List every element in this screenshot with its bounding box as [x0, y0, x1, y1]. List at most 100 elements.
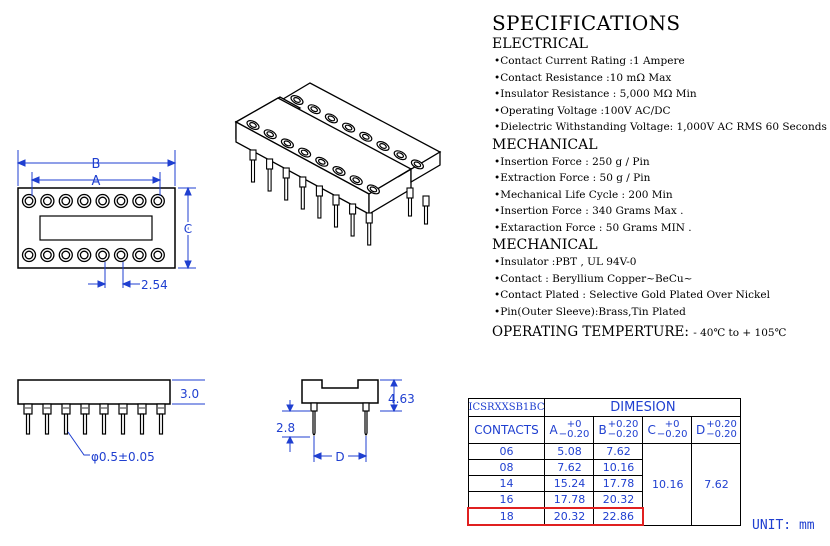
side-view-pins	[23, 403, 166, 435]
isometric-socket-view	[234, 82, 442, 246]
iso-pin	[282, 167, 290, 201]
iso-pin	[406, 187, 414, 217]
spec-item-text: Insulator :PBT , UL 94V-0	[500, 256, 637, 268]
spec-item: •Operating Voltage :100V AC/DC	[492, 103, 828, 120]
contact-hole	[42, 196, 52, 206]
bullet-icon: •	[494, 104, 501, 117]
cell-contacts: 16	[467, 491, 546, 509]
contact-hole	[153, 250, 163, 260]
iso-contact-hole	[317, 158, 326, 165]
bullet-icon: •	[494, 188, 501, 201]
dimension-c	[178, 186, 196, 270]
iso-pin	[365, 212, 373, 246]
specification-sections: ELECTRICAL•Contact Current Rating :1 Amp…	[492, 36, 828, 320]
bullet-icon: •	[494, 305, 501, 318]
spec-item-text: Extraction Force : 50 g / Pin	[500, 172, 651, 184]
contact-hole	[61, 196, 71, 206]
cell-b: 22.86	[593, 507, 644, 526]
contact-hole	[116, 196, 126, 206]
tolerance-header-c: C+0−0.20	[642, 416, 693, 444]
cell-b: 20.32	[593, 491, 644, 509]
operating-temperature: OPERATING TEMPERTURE: - 40℃ to + 105℃	[492, 322, 828, 343]
dimension-a	[30, 172, 162, 196]
iso-pin	[266, 158, 274, 192]
table-title: DIMESION	[544, 398, 742, 417]
tolerance-header-a: A+0−0.20	[544, 416, 595, 444]
pin-diameter-label: φ0.5±0.05	[91, 450, 155, 464]
iso-contact-hole	[249, 121, 257, 129]
iso-contact-hole	[413, 161, 422, 168]
cell-a: 15.24	[544, 475, 595, 492]
contact-hole	[98, 250, 108, 260]
spec-item: •Contact Current Rating :1 Ampere	[492, 53, 828, 70]
iso-contact-hole	[300, 149, 309, 156]
iso-contact-hole	[344, 124, 353, 131]
spec-item: •Extraction Force : 50 g / Pin	[492, 170, 828, 187]
dimension-b-label: B	[92, 157, 101, 172]
isometric-contact-holes	[246, 94, 424, 195]
contact-hole	[42, 250, 52, 260]
spec-item: •Insulator :PBT , UL 94V-0	[492, 254, 828, 271]
dimension-height	[172, 379, 205, 405]
bullet-icon: •	[494, 256, 501, 268]
side-pin	[80, 403, 90, 435]
isometric-front-pins	[249, 149, 430, 246]
spec-item-text: Pin(Outer Sleeve):Brass,Tin Plated	[500, 305, 686, 318]
cell-contacts: 08	[467, 459, 546, 476]
cell-a: 17.78	[544, 491, 595, 509]
cell-d: 7.62	[691, 443, 742, 526]
spec-item: •Insertion Force : 250 g / Pin	[492, 154, 828, 171]
contact-hole	[153, 196, 163, 206]
dimension-pitch-label: 2.54	[141, 278, 168, 292]
iso-contact-hole	[266, 131, 275, 138]
contacts-header: CONTACTS	[467, 416, 546, 444]
iso-pin	[299, 176, 307, 210]
bullet-icon: •	[494, 55, 501, 67]
end-view: 4.63 2.8 D	[276, 378, 415, 464]
iso-contact-hole	[310, 106, 319, 113]
cell-c: 10.16	[642, 443, 693, 526]
contact-hole	[79, 196, 89, 206]
iso-contact-hole	[396, 152, 405, 159]
iso-pin	[315, 185, 323, 219]
contact-hole	[24, 250, 34, 260]
dimension-28-label: 2.8	[276, 421, 295, 435]
iso-contact-hole	[327, 115, 336, 122]
model-cell: ICSRXXSB1BC	[467, 398, 546, 417]
iso-contact-hole	[293, 96, 301, 104]
contact-hole	[79, 250, 89, 260]
bullet-icon: •	[494, 88, 501, 100]
dimension-b	[16, 150, 177, 186]
contact-hole	[98, 196, 108, 206]
bullet-icon: •	[494, 221, 501, 234]
dimension-c-label: C	[184, 222, 192, 236]
cell-a: 20.32	[544, 507, 595, 526]
dimension-463-label: 4.63	[388, 392, 415, 406]
contact-hole	[116, 250, 126, 260]
dimension-28	[282, 400, 310, 452]
operating-temperature-label: OPERATING TEMPERTURE:	[492, 324, 689, 340]
iso-contact-hole	[369, 186, 378, 193]
bullet-icon: •	[494, 172, 501, 184]
spec-item-text: Insertion Force : 340 Grams Max .	[500, 205, 684, 217]
spec-item-text: Contact Current Rating :1 Ampere	[500, 55, 685, 67]
contact-hole	[134, 250, 144, 260]
dimension-a-label: A	[92, 174, 101, 189]
spec-item-text: Insertion Force : 250 g / Pin	[500, 155, 650, 168]
specifications-block: SPECIFICATIONS ELECTRICAL•Contact Curren…	[492, 12, 828, 343]
bullet-icon: •	[494, 289, 501, 301]
top-view-contact-holes	[21, 193, 165, 263]
spec-item: •Insulator Resistance : 5,000 MΩ Min	[492, 86, 828, 103]
side-pin	[23, 403, 33, 435]
spec-item: •Dielectric Withstanding Voltage: 1,000V…	[492, 119, 828, 136]
cell-a: 5.08	[544, 443, 595, 460]
spec-item: •Insertion Force : 340 Grams Max .	[492, 203, 828, 220]
dimension-d	[312, 436, 368, 462]
spec-item: •Contact Plated : Selective Gold Plated …	[492, 287, 828, 304]
